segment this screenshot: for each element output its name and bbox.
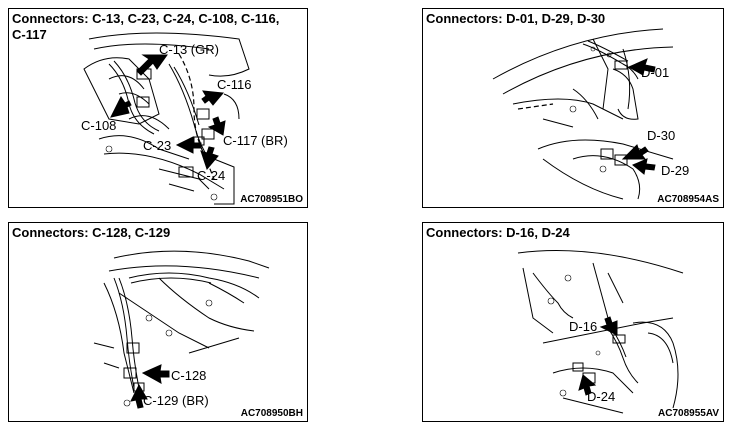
label-c13: C-13 (GR) — [159, 42, 219, 57]
arrow-c129 — [130, 383, 148, 409]
label-d24: D-24 — [587, 389, 616, 404]
panel-c128-c129: Connectors: C-128, C-129 C-128 C-129 (BR… — [8, 222, 308, 422]
panel-title: Connectors: D-01, D-29, D-30 — [426, 11, 606, 26]
arrow-c24 — [200, 146, 219, 171]
panel-d01-d30: Connectors: D-01, D-29, D-30 D-01 D-30 D… — [422, 8, 724, 208]
engine-compartment-illustration — [83, 32, 250, 205]
label-c117: C-117 (BR) — [223, 133, 288, 148]
arrow-d29 — [632, 158, 656, 175]
label-c128: C-128 — [171, 368, 207, 383]
arrow-c116 — [201, 90, 224, 106]
label-d29: D-29 — [661, 163, 690, 178]
panel-title: Connectors: D-16, D-24 — [426, 225, 570, 240]
arrow-c108 — [110, 96, 132, 118]
illustration-code: AC708950BH — [240, 408, 303, 419]
illustration-code: AC708951BO — [240, 194, 303, 205]
rear-door-illustration — [517, 250, 684, 414]
illustration-code: AC708955AV — [658, 408, 719, 419]
arrow-d16 — [599, 316, 618, 336]
label-c116: C-116 — [217, 77, 252, 92]
label-c108: C-108 — [81, 118, 117, 133]
panel-c13-c117: Connectors: C-13, C-23, C-24, C-108, C-1… — [8, 8, 308, 208]
arrow-c23 — [175, 136, 202, 154]
label-d01: D-01 — [641, 65, 670, 80]
illustration-code: AC708954AS — [657, 194, 719, 205]
label-d16: D-16 — [569, 319, 598, 334]
arrow-c13 — [136, 54, 168, 76]
arrow-d24 — [578, 374, 597, 396]
label-c129: C-129 (BR) — [143, 393, 209, 408]
arrow-d01 — [627, 58, 656, 76]
label-d30: D-30 — [647, 128, 676, 143]
arrow-c117 — [207, 116, 226, 136]
panel-d16-d24: Connectors: D-16, D-24 D-16 D-24 AC70895… — [422, 222, 724, 422]
panel-title: Connectors: C-13, C-23, C-24, C-108, C-1… — [12, 11, 280, 42]
label-c23: C-23 — [143, 138, 172, 153]
instrument-panel-illustration — [93, 250, 270, 409]
arrow-c128 — [141, 364, 170, 384]
arrow-d30 — [621, 144, 649, 160]
panel-title: Connectors: C-128, C-129 — [12, 225, 171, 240]
label-c24: C-24 — [197, 168, 226, 183]
rear-body-illustration — [492, 28, 674, 200]
